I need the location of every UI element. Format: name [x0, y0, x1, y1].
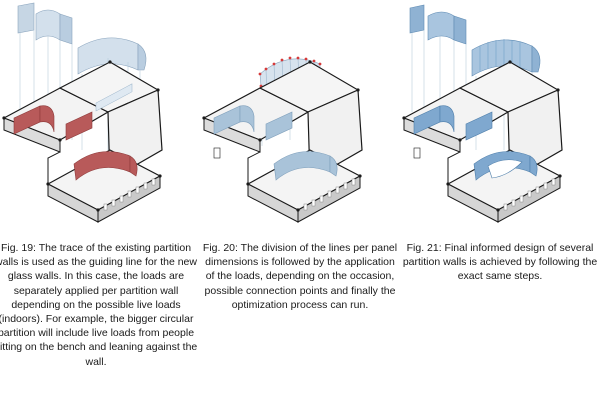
floating-wall-panels [17, 2, 147, 75]
figure-20-caption: Fig. 20: The division of the lines per p… [202, 242, 398, 311]
figure-20-drawing [202, 56, 363, 223]
building-model [2, 60, 163, 223]
building-model [402, 60, 563, 223]
figure-20: Fig. 20: The division of the lines per p… [200, 0, 400, 418]
building-model [202, 60, 363, 223]
figure-19: Fig. 19: The trace of the existing parti… [0, 0, 200, 418]
figure-21-caption: Fig. 21: Final informed design of severa… [402, 242, 598, 283]
figure-21: Fig. 21: Final informed design of severa… [400, 0, 600, 418]
partition-walls [13, 105, 138, 181]
figure-21-drawing [402, 4, 563, 223]
partition-walls [213, 105, 338, 181]
floating-wall-panels [409, 4, 541, 77]
figure-19-caption: Fig. 19: The trace of the existing parti… [0, 242, 198, 368]
figure-19-drawing [2, 2, 163, 223]
